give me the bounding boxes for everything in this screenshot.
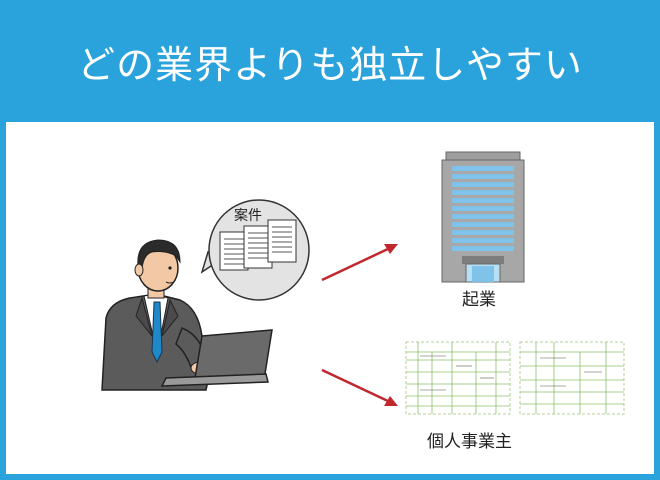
content-panel: 案件 起業 個人事業主 xyxy=(6,122,654,474)
startup-label: 起業 xyxy=(462,290,496,310)
bubble-label: 案件 xyxy=(234,208,262,224)
arrow-icon xyxy=(321,368,398,406)
document-icon xyxy=(219,219,297,271)
businessman-icon xyxy=(101,239,211,391)
office-building-icon xyxy=(441,151,525,283)
laptop-icon xyxy=(160,329,273,387)
tax-form-icon xyxy=(405,341,625,415)
sole-proprietor-label: 個人事業主 xyxy=(427,432,512,452)
illustration xyxy=(101,151,625,415)
page-title: どの業界よりも独立しやすい xyxy=(77,42,583,87)
arrow-icon xyxy=(321,244,398,282)
